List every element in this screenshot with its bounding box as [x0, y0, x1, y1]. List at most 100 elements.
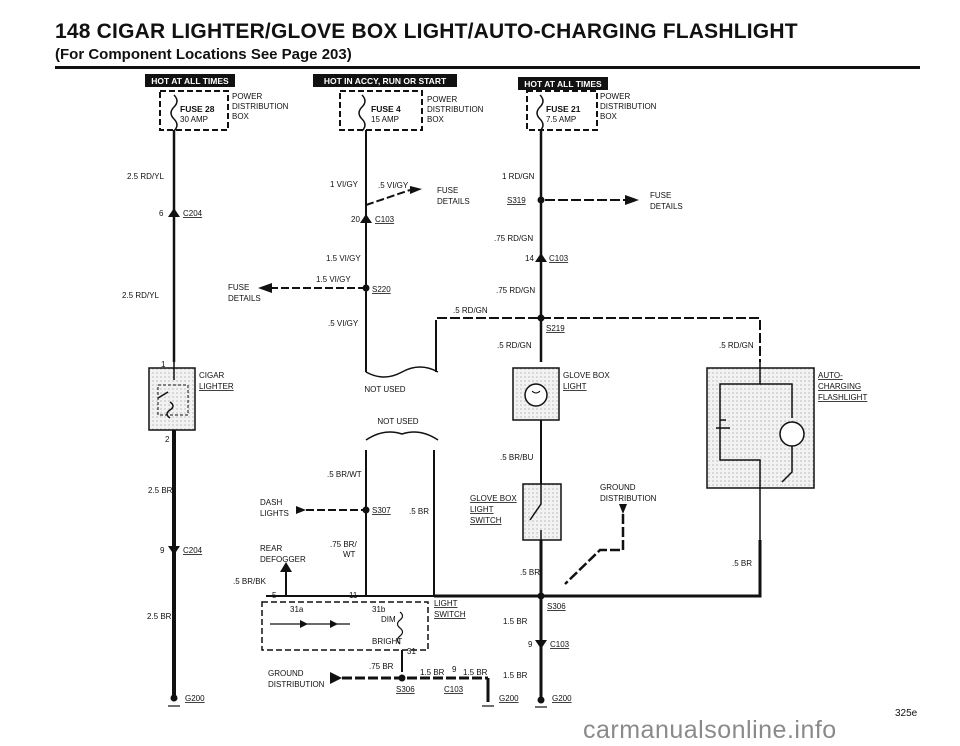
- page-title: 148 CIGAR LIGHTER/GLOVE BOX LIGHT/AUTO-C…: [55, 20, 798, 43]
- dash-lights-1: DASH: [260, 498, 282, 507]
- fuse-details-3b: DETAILS: [650, 202, 683, 211]
- power-box-3: HOT AT ALL TIMES FUSE 21 7.5 AMP POWER D…: [518, 77, 657, 132]
- fuse-symbol-2: [358, 94, 366, 132]
- wire-label-5rdgn-a: .5 RD/GN: [497, 341, 532, 350]
- connector-pin-9-right: 9: [528, 640, 533, 649]
- ground-dist-right-2: DISTRIBUTION: [600, 494, 657, 503]
- lamp-filament-icon: [531, 390, 541, 394]
- dist-line-2a: POWER: [427, 95, 457, 104]
- wire-label-75rdgn-b: .75 RD/GN: [496, 286, 535, 295]
- fuse-details-2a: FUSE: [228, 283, 249, 292]
- arrow-fuse-details-1-icon: [410, 186, 422, 194]
- header-text-3: HOT AT ALL TIMES: [524, 79, 602, 89]
- connector-c103-mid: C103: [444, 685, 464, 694]
- not-used-2: NOT USED: [377, 417, 418, 426]
- dist-line-3b: DISTRIBUTION: [600, 102, 657, 111]
- wire-rdgn-bus: [435, 317, 761, 362]
- wire-label-5br-right-a: .5 BR: [520, 568, 540, 577]
- header-badge-1: [145, 74, 235, 87]
- pin-1: 1: [161, 360, 166, 369]
- splice-s306-right-icon: [537, 592, 545, 600]
- wire-br-bus: [434, 540, 762, 598]
- glove-box-switch-label-3: SWITCH: [470, 516, 502, 525]
- fuse-box-3: [526, 90, 598, 131]
- wire-label-75rdgn-a: .75 RD/GN: [494, 234, 533, 243]
- light-switch-label-2: SWITCH: [434, 610, 466, 619]
- wire-label-5vigy-b: .5 VI/GY: [328, 319, 359, 328]
- wire-label-5vigy: .5 VI/GY: [378, 181, 409, 190]
- switch-bright: BRIGHT: [372, 637, 402, 646]
- wire-label-1vigy: 1 VI/GY: [330, 180, 359, 189]
- connector-c103-a-icon: [360, 214, 372, 223]
- not-used-1: NOT USED: [364, 385, 405, 394]
- header-text-2: HOT IN ACCY, RUN OR START: [324, 76, 447, 86]
- lamp-icon: [524, 383, 548, 407]
- pin-9-mid: 9: [452, 665, 457, 674]
- glove-box-switch-box: [522, 483, 562, 541]
- pin-2: 2: [165, 435, 170, 444]
- glove-box-switch-label-2: LIGHT: [470, 505, 494, 514]
- fuse-amp-3: 7.5 AMP: [546, 115, 576, 124]
- connector-c103-right-2: C103: [550, 640, 570, 649]
- flashlight-lamp-wire: [760, 383, 793, 418]
- splice-s219-icon: [537, 314, 545, 322]
- term-31b: 31b: [372, 605, 386, 614]
- wire-label-15br-right-b: 1.5 BR: [503, 671, 528, 680]
- cigar-lighter-label-1: CIGAR: [199, 371, 225, 380]
- ground-dot-right: [537, 696, 545, 704]
- splice-s319-icon: [537, 196, 545, 204]
- wire-label-5br-mid: .5 BR: [409, 507, 429, 516]
- wire-label-rdyl-top: 2.5 RD/YL: [127, 172, 164, 181]
- left-circuit: 2.5 RD/YL 6 C204 2.5 RD/YL 1 CIGAR LIGHT…: [122, 130, 234, 707]
- wire-label-75br: .75 BR: [369, 662, 394, 671]
- splice-s307-icon: [362, 506, 370, 514]
- diode-2-icon: [330, 620, 338, 628]
- connector-c204-b-icon: [168, 546, 180, 555]
- fuse-amp-2: 15 AMP: [371, 115, 399, 124]
- wire-label-1rdgn: 1 RD/GN: [502, 172, 535, 181]
- splice-s306-mid-icon: [398, 674, 406, 682]
- cigar-lighter-icon: [157, 362, 175, 419]
- connector-c204-a: C204: [183, 209, 203, 218]
- fuse-details-1b: DETAILS: [437, 197, 470, 206]
- page-subtitle: (For Component Locations See Page 203): [55, 46, 352, 63]
- diode-1-icon: [300, 620, 308, 628]
- wire-label-15br-b: 1.5 BR: [463, 668, 488, 677]
- ground-left: G200: [185, 694, 205, 703]
- page-code: 325e: [895, 708, 918, 719]
- connector-c103-right-icon: [535, 253, 547, 262]
- flashlight-wiring: [719, 362, 761, 540]
- wire-label-15br-right-a: 1.5 BR: [503, 617, 528, 626]
- fuse-amp-1: 30 AMP: [180, 115, 208, 124]
- ground-dist-1: GROUND: [268, 669, 304, 678]
- fuse-box-1: [159, 90, 229, 131]
- wire-label-15vigy-a: 1.5 VI/GY: [326, 254, 361, 263]
- cigar-lighter-label-2: LIGHTER: [199, 382, 234, 391]
- connector-c204-b: C204: [183, 546, 203, 555]
- arrow-ground-dist-icon: [330, 672, 342, 684]
- connector-c103-right: C103: [549, 254, 569, 263]
- glove-box-switch-icon: [529, 484, 542, 540]
- fuse-symbol-1: [170, 94, 178, 132]
- wire-label-75brwt: .75 BR/: [330, 540, 357, 549]
- fuse-label-2: FUSE 4: [371, 104, 401, 114]
- connector-pin-20: 20: [351, 215, 360, 224]
- wire-label-5brbu: .5 BR/BU: [500, 453, 534, 462]
- connector-c103-right-2-icon: [535, 640, 547, 649]
- wire-ground-dist-right: [564, 514, 625, 585]
- header-text-1: HOT AT ALL TIMES: [151, 76, 229, 86]
- wire-label-5brwt: .5 BR/WT: [327, 470, 362, 479]
- dash-lights-2: LIGHTS: [260, 509, 289, 518]
- term-31a: 31a: [290, 605, 304, 614]
- not-used-brace-2: [365, 431, 439, 441]
- glove-box-switch-label-1: GLOVE BOX: [470, 494, 517, 503]
- title-rule: [55, 66, 920, 69]
- glove-box-light-label-2: LIGHT: [563, 382, 587, 391]
- splice-s306-right: S306: [547, 602, 566, 611]
- splice-s319: S319: [507, 196, 526, 205]
- switch-dim: DIM: [381, 615, 396, 624]
- connector-pin-14: 14: [525, 254, 534, 263]
- flashlight-switch-icon: [781, 446, 793, 483]
- arrow-ground-dist-right-icon: [619, 504, 627, 514]
- connector-pin-6: 6: [159, 209, 164, 218]
